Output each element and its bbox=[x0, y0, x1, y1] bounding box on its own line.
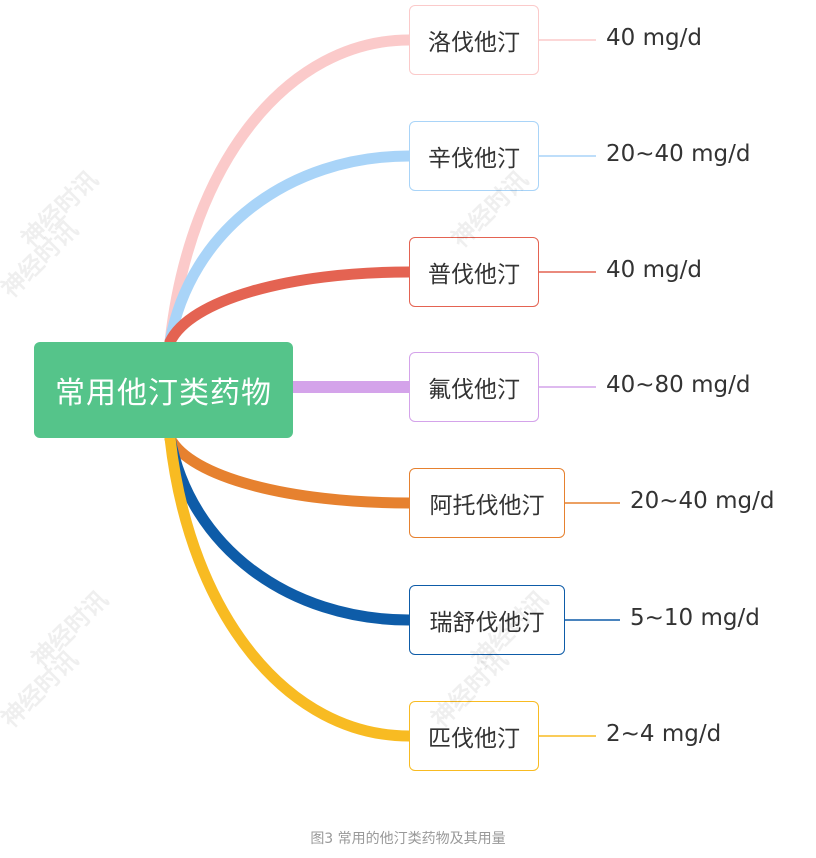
drug-node: 阿托伐他汀 bbox=[409, 468, 565, 538]
drug-label: 阿托伐他汀 bbox=[429, 493, 545, 519]
drug-label: 氟伐他汀 bbox=[428, 377, 520, 403]
drug-label: 匹伐他汀 bbox=[428, 726, 520, 752]
drug-node: 普伐他汀 bbox=[409, 237, 539, 307]
branch-connector bbox=[164, 150, 415, 348]
branch-connector bbox=[164, 266, 415, 348]
dose-label: 20~40 mg/d bbox=[630, 488, 775, 514]
drug-label: 普伐他汀 bbox=[428, 262, 520, 288]
drug-node: 匹伐他汀 bbox=[409, 701, 539, 771]
dose-label: 20~40 mg/d bbox=[606, 141, 751, 167]
dose-label: 5~10 mg/d bbox=[630, 605, 760, 631]
dose-label: 40 mg/d bbox=[606, 25, 702, 51]
dose-label: 2~4 mg/d bbox=[606, 721, 722, 747]
drug-label: 瑞舒伐他汀 bbox=[429, 610, 545, 636]
branch-connector bbox=[164, 432, 415, 742]
drug-label: 洛伐他汀 bbox=[428, 30, 520, 56]
drug-node: 氟伐他汀 bbox=[409, 352, 539, 422]
figure-caption: 图3 常用的他汀类药物及其用量 bbox=[310, 831, 506, 847]
dose-label: 40~80 mg/d bbox=[606, 372, 751, 398]
dose-label: 40 mg/d bbox=[606, 257, 702, 283]
drug-node: 瑞舒伐他汀 bbox=[409, 585, 565, 655]
root-node: 常用他汀类药物 bbox=[34, 342, 293, 438]
drug-node: 辛伐他汀 bbox=[409, 121, 539, 191]
drug-label: 辛伐他汀 bbox=[428, 146, 520, 172]
root-label: 常用他汀类药物 bbox=[55, 376, 272, 411]
branch-connector bbox=[164, 432, 415, 509]
branch-connector bbox=[164, 34, 415, 348]
drug-node: 洛伐他汀 bbox=[409, 5, 539, 75]
branch-connector bbox=[164, 432, 415, 626]
